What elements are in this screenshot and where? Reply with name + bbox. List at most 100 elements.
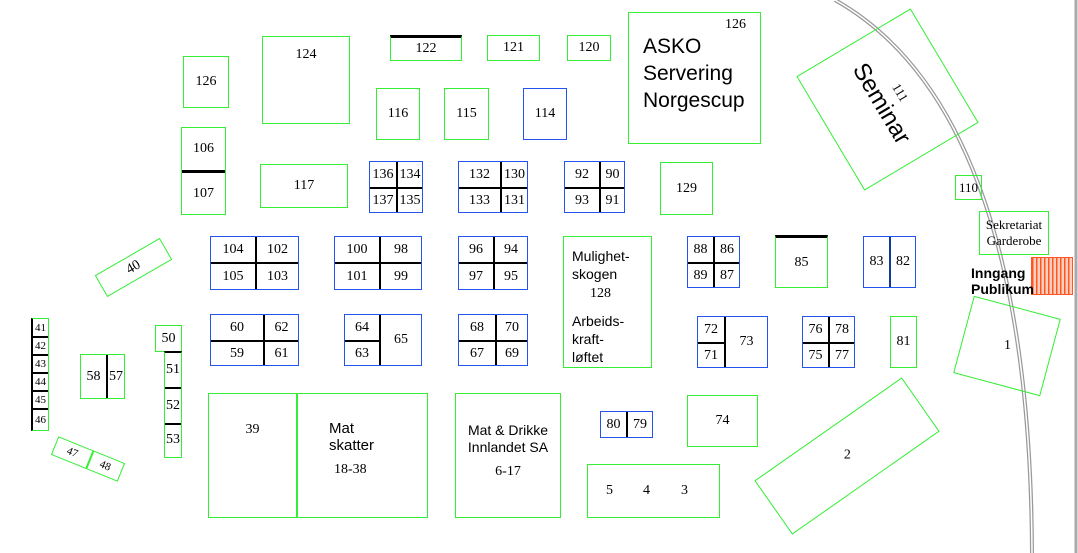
booth-label: 71: [704, 347, 718, 363]
booth-column-51-53[interactable]: 51 52 53: [164, 351, 182, 458]
booth-label: 70: [505, 319, 519, 335]
booth-label: 83: [869, 254, 884, 269]
booth-label: 136: [372, 166, 394, 182]
booth-129[interactable]: 129: [660, 162, 713, 215]
booth-126[interactable]: 126: [183, 56, 229, 108]
booth-label: 52: [166, 398, 180, 413]
booth-label: 4: [643, 483, 650, 498]
booth-block-3-5[interactable]: 5 4 3: [587, 464, 720, 518]
booth-label: 107: [193, 186, 214, 201]
booth-label: 61: [274, 345, 289, 361]
booth-label: 44: [35, 376, 46, 388]
booth-label: 94: [504, 241, 518, 257]
booth-116[interactable]: 116: [376, 88, 420, 140]
booth-label: 80: [606, 416, 621, 432]
booth-label: 133: [469, 192, 490, 208]
booth-label: 121: [503, 40, 524, 55]
booth-label: 64: [355, 319, 369, 335]
booth-50[interactable]: 50: [155, 325, 182, 352]
booth-label: 135: [399, 192, 421, 208]
booth-label: 130: [504, 166, 525, 182]
booth-label: 82: [896, 254, 910, 269]
booth-block-73[interactable]: 72 73 71: [697, 316, 768, 368]
booth-label: 57: [109, 368, 123, 384]
booth-label: 53: [166, 432, 180, 447]
booth-label: 114: [534, 106, 556, 121]
booth-115[interactable]: 115: [444, 88, 489, 140]
booth-label: 99: [394, 268, 408, 284]
booth-label: Mulighet-: [572, 248, 630, 264]
booth-128-mulighetskogen[interactable]: Mulighet-skogen 128 Arbeids-kraft-løftet: [563, 236, 652, 368]
booth-label: 60: [230, 319, 244, 335]
booth-number: 126: [725, 17, 746, 32]
booth-122[interactable]: 122: [390, 35, 462, 61]
entrance-line: Publikum: [971, 281, 1035, 297]
booth-label: 86: [720, 241, 734, 257]
booth-label: 1: [1003, 338, 1011, 353]
booth-label: 120: [578, 40, 600, 55]
booth-label: 68: [470, 319, 484, 335]
booth-label: Garderobe: [986, 233, 1042, 248]
booth-label: 73: [739, 334, 754, 349]
booth-label: 50: [161, 330, 176, 346]
booth-label: 105: [222, 268, 244, 284]
booth-label: 98: [394, 241, 408, 257]
booth-label: 132: [469, 166, 490, 182]
booth-label: 45: [35, 394, 46, 406]
booth-121[interactable]: 121: [487, 35, 540, 61]
booth-label: 92: [575, 166, 589, 182]
booth-label: 76: [808, 321, 823, 337]
booth-label: 85: [794, 254, 809, 270]
booth-label: 3: [681, 483, 688, 498]
booth-label: 97: [469, 268, 483, 284]
booth-label: 65: [394, 332, 408, 347]
booth-asko[interactable]: ASKO Servering Norgescup 126: [628, 12, 761, 144]
booth-label: 89: [693, 267, 708, 283]
booth-label: løftet: [572, 349, 604, 365]
booth-label: 102: [267, 241, 288, 257]
booth-label: ASKO Servering Norgescup: [643, 35, 745, 112]
booth-124[interactable]: 124: [262, 36, 350, 124]
booth-label: 117: [293, 178, 315, 193]
booth-label: 72: [704, 321, 718, 337]
booth-range: 6-17: [495, 464, 521, 479]
booth-label: 69: [505, 345, 519, 361]
booth-label: 90: [605, 166, 620, 182]
booth-81[interactable]: 81: [890, 316, 917, 368]
booth-column-41-46[interactable]: 41 42 43 44 45 46: [31, 318, 49, 431]
booth-label: 104: [222, 241, 244, 257]
booth-114[interactable]: 114: [523, 88, 567, 140]
booth-74[interactable]: 74: [687, 395, 758, 447]
booth-106-107[interactable]: 106 107: [181, 127, 226, 215]
booth-label: Sekretariat: [985, 217, 1043, 232]
booth-block-82[interactable]: 83 82: [863, 236, 916, 288]
booth-label: 96: [469, 241, 483, 257]
booth-label: 122: [415, 41, 437, 56]
booth-label: 100: [346, 241, 368, 257]
booth-120[interactable]: 120: [567, 35, 611, 61]
booth-label: 59: [230, 345, 244, 361]
booth-110[interactable]: 110: [955, 175, 982, 200]
booth-117[interactable]: 117: [260, 164, 348, 208]
booth-85[interactable]: 85: [775, 235, 828, 288]
booth-label: Mat & Drikke: [467, 422, 549, 438]
booth-label: Mat: [329, 420, 355, 437]
